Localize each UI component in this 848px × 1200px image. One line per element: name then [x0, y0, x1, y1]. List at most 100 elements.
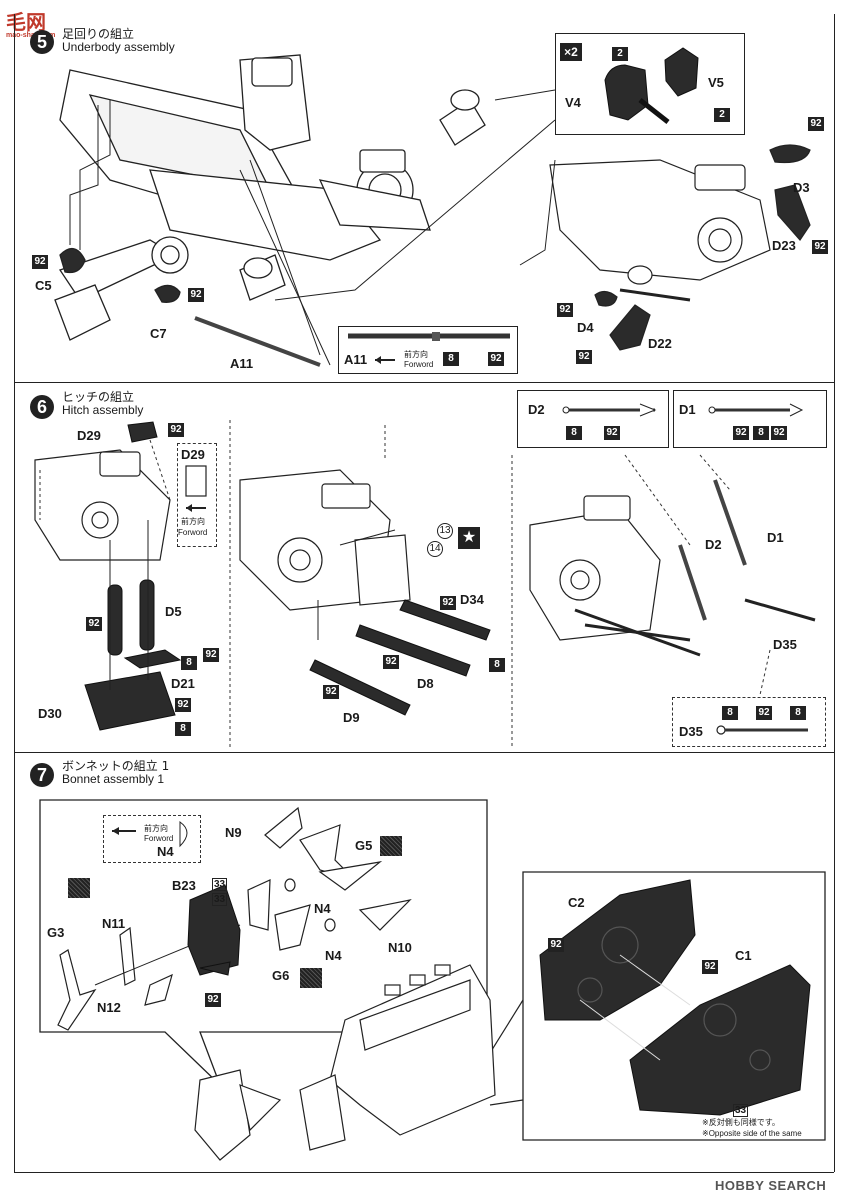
d29-forward-jp: 前方向 — [181, 517, 205, 526]
label-c5: C5 — [35, 278, 52, 293]
label-d23: D23 — [772, 238, 796, 253]
qty-badge-v5: 2 — [714, 108, 730, 122]
color-92-c1: 92 — [702, 960, 718, 974]
label-d22: D22 — [648, 336, 672, 351]
a11-shaft-detail — [348, 332, 510, 364]
note-jp: ※反対側も同様です。 — [702, 1118, 780, 1127]
page-bottom-rule — [14, 1172, 834, 1173]
page-left-border — [14, 14, 15, 1172]
color-92-d34: 92 — [440, 596, 456, 610]
a11-forward-jp: 前方向 — [404, 350, 428, 359]
a11-box-label: A11 — [344, 352, 368, 367]
label-g5: G5 — [355, 838, 373, 853]
label-d3: D3 — [793, 180, 810, 195]
label-g6: G6 — [272, 968, 290, 983]
star-icon: ★ — [458, 527, 480, 549]
n4-forward-en: Forword — [144, 834, 174, 843]
step-7-number: 7 — [30, 763, 54, 787]
color-92-d9: 92 — [323, 685, 339, 699]
color-92-d5b: 92 — [203, 648, 219, 662]
d1-color-92a: 92 — [733, 426, 749, 440]
d1-color-8: 8 — [753, 426, 769, 440]
color-92-c7: 92 — [188, 288, 204, 302]
label-d29: D29 — [77, 428, 101, 443]
label-n9: N9 — [225, 825, 242, 840]
step-6-title-jp: ヒッチの組立 — [62, 390, 135, 404]
d29-forward-en: Forword — [178, 528, 208, 537]
d35-rod — [716, 725, 808, 735]
label-g3: G3 — [47, 925, 65, 940]
color-92-d29: 92 — [168, 423, 184, 437]
label-d5: D5 — [165, 604, 182, 619]
label-c7: C7 — [150, 326, 167, 341]
color-92-d3: 92 — [808, 117, 824, 131]
d35-color-8a: 8 — [722, 706, 738, 720]
color-92-d5a: 92 — [86, 617, 102, 631]
step-7-title-jp: ボンネットの組立 1 — [62, 759, 170, 773]
brush-icon-left — [68, 878, 90, 898]
step-5-title-jp: 足回りの組立 — [62, 27, 135, 41]
label-d4: D4 — [577, 320, 594, 335]
d2-color-92: 92 — [604, 426, 620, 440]
brush-icon-g6 — [300, 968, 322, 988]
label-d34: D34 — [460, 592, 484, 607]
color-8-d30: 8 — [175, 722, 191, 736]
label-n12: N12 — [97, 1000, 121, 1015]
watermark-bottom: HOBBY SEARCH — [715, 1178, 827, 1193]
section-divider-6-7 — [14, 752, 834, 753]
label-d8: D8 — [417, 676, 434, 691]
step-6-number: 6 — [30, 395, 54, 419]
d29-outline — [185, 465, 207, 512]
brush-icon-g5 — [380, 836, 402, 856]
d35-detail-box — [672, 697, 826, 747]
color-92-d30: 92 — [175, 698, 191, 712]
n4-forward-jp: 前方向 — [144, 824, 168, 833]
step-5-number: 5 — [30, 30, 54, 54]
label-c2: C2 — [568, 895, 585, 910]
color-92-d4: 92 — [557, 303, 573, 317]
d2-color-8: 8 — [566, 426, 582, 440]
a11-forward-en: Forword — [404, 360, 434, 369]
color-8-d21: 8 — [181, 656, 197, 670]
section-divider-5-6 — [14, 382, 834, 383]
rod-details — [562, 403, 804, 417]
label-a11: A11 — [230, 356, 254, 371]
multiplier-badge: ×2 — [560, 43, 582, 61]
label-d1: D1 — [767, 530, 784, 545]
decal-14: 14 — [427, 541, 443, 557]
label-v4: V4 — [565, 95, 581, 110]
label-n10: N10 — [388, 940, 412, 955]
color-33-b23b: 33 — [212, 893, 228, 906]
label-n4-a: N4 — [314, 901, 331, 916]
color-92-d22: 92 — [576, 350, 592, 364]
n4-box-label: N4 — [157, 844, 174, 859]
d2-rod-box — [517, 390, 669, 448]
color-92-b23: 92 — [205, 993, 221, 1007]
d1-color-92b: 92 — [771, 426, 787, 440]
a11-color-8: 8 — [443, 352, 459, 366]
d35-box-label: D35 — [679, 724, 703, 739]
label-d35: D35 — [773, 637, 797, 652]
d2-box-label: D2 — [528, 402, 545, 417]
hitch-illustration — [34, 420, 816, 748]
label-c1: C1 — [735, 948, 752, 963]
step-7-title-en: Bonnet assembly 1 — [62, 772, 165, 786]
d1-rod-box — [673, 390, 827, 448]
label-n11: N11 — [102, 916, 126, 931]
label-b23: B23 — [172, 878, 196, 893]
a11-color-92: 92 — [488, 352, 504, 366]
qty-badge-v4: 2 — [612, 47, 628, 61]
d35-color-8b: 8 — [790, 706, 806, 720]
label-n4-b: N4 — [325, 948, 342, 963]
label-d21: D21 — [171, 676, 195, 691]
step-5-title-en: Underbody assembly — [62, 40, 175, 54]
label-d9: D9 — [343, 710, 360, 725]
color-92-d8: 92 — [383, 655, 399, 669]
color-33-c1: 33 — [733, 1104, 749, 1117]
v4-v5-parts — [604, 47, 699, 124]
decal-13: 13 — [437, 523, 453, 539]
underbody-illustration — [54, 54, 811, 367]
color-8-d34: 8 — [489, 658, 505, 672]
